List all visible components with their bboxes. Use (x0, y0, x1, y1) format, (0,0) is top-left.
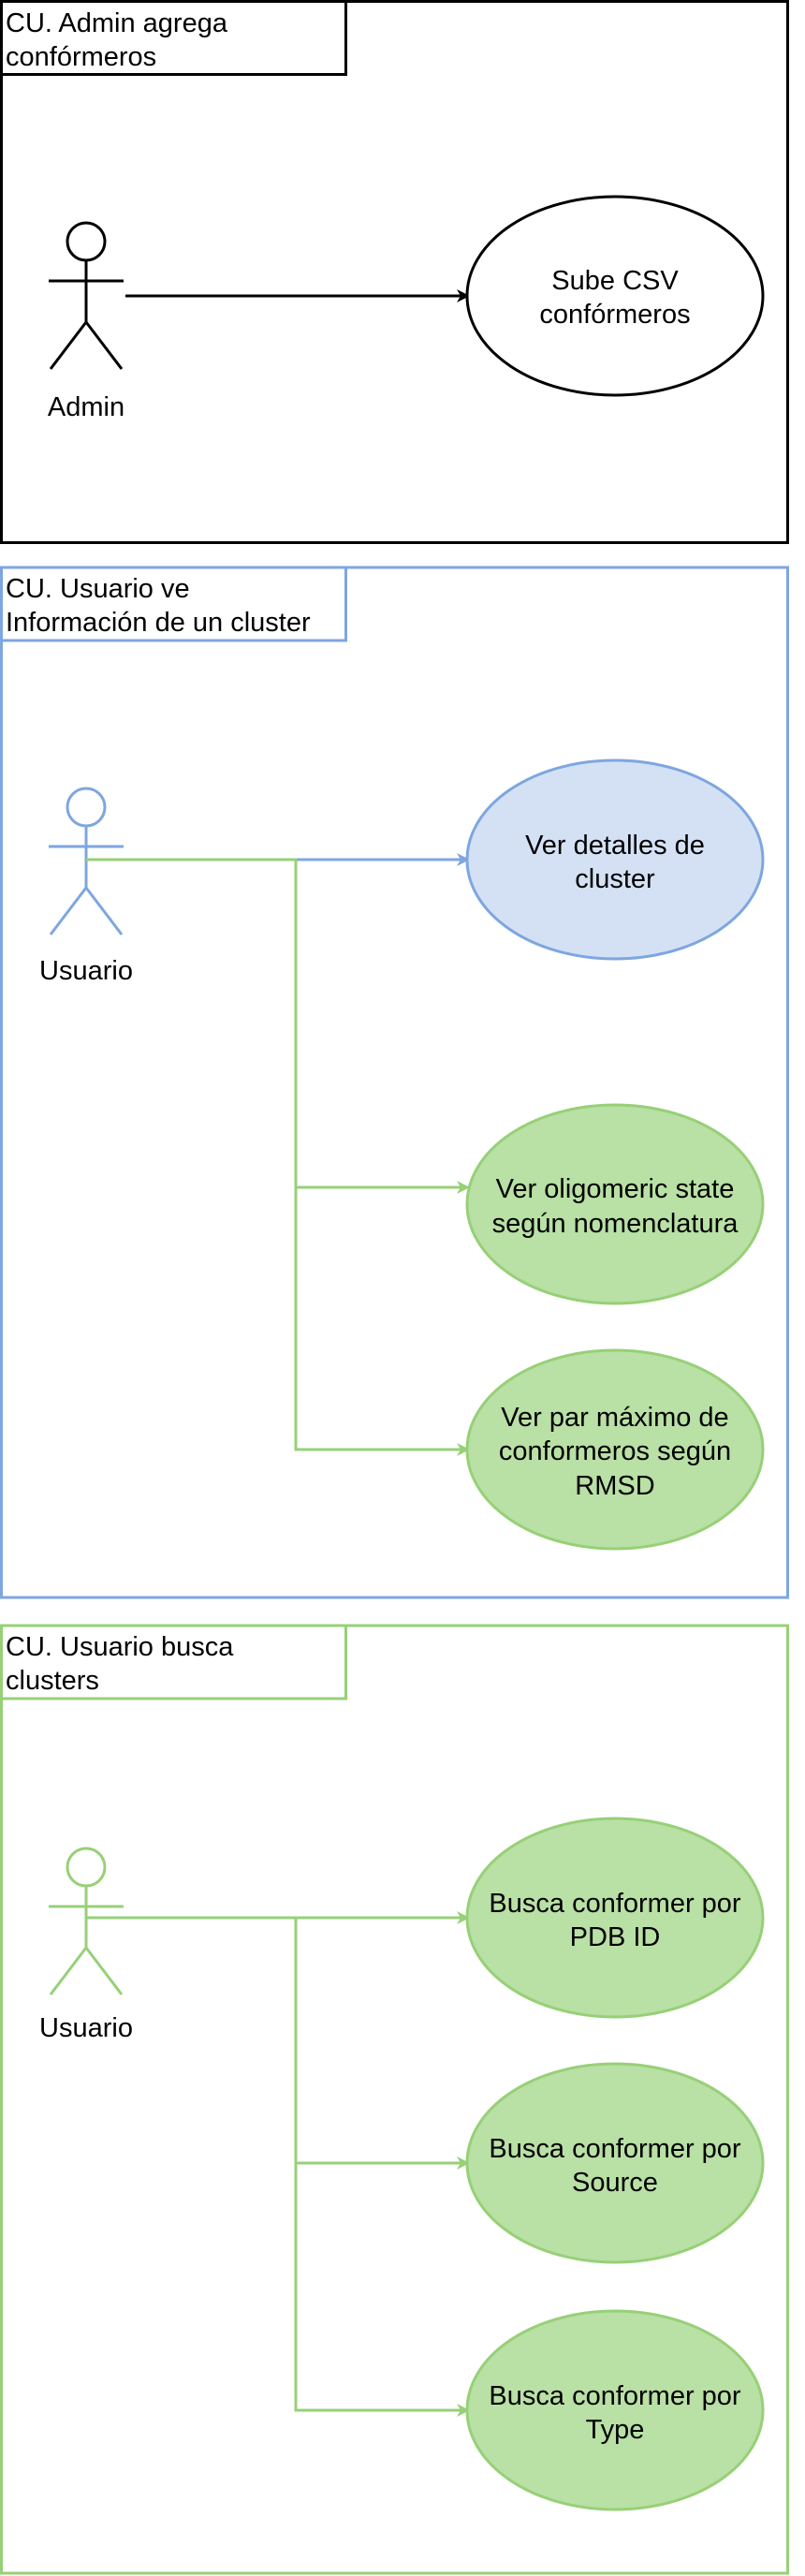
use-case-label-line-2: Source (572, 2168, 658, 2198)
use-case-label-line-1: Ver oligomeric state (496, 1174, 735, 1204)
frame-admin-agrega-conformeros: CU. Admin agrega confórmeros Admin Sube … (0, 0, 789, 544)
actor-left-leg (49, 1947, 88, 1995)
use-case-label-line-1: Busca conformer por (489, 2381, 741, 2411)
use-case-label-line-1: Ver detalles de (525, 831, 705, 861)
actor-label: Usuario (39, 956, 133, 986)
frame-usuario-ve-informacion: CU. Usuario ve Información de un cluster… (0, 566, 789, 1599)
use-case-label-line-2: según nomenclatura (492, 1209, 739, 1239)
actor-head (66, 1847, 107, 1888)
association-arrow-source (294, 1918, 470, 2170)
association-arrow-type (294, 2163, 470, 2417)
frame-usuario-busca-clusters: CU. Usuario busca clusters Usuario Busca… (0, 1624, 789, 2575)
use-case-label-line-3: RMSD (575, 1471, 654, 1501)
actor-label: Admin (48, 392, 124, 422)
use-case-label-line-2: confórmeros (539, 300, 690, 330)
frame-title-box (0, 1624, 347, 1700)
use-case-busca-pdb-id: Busca conformer por PDB ID (465, 1817, 765, 2019)
use-case-ver-detalles: Ver detalles de cluster (465, 758, 765, 961)
actor-left-leg (49, 887, 88, 935)
frame-title-line-1: CU. Usuario busca (6, 1632, 234, 1662)
use-case-oligomeric-state: Ver oligomeric state según nomenclatura (465, 1103, 765, 1305)
use-case-ellipse (465, 2309, 765, 2511)
actor-usuario (49, 1847, 124, 1995)
frame-title-box (0, 0, 347, 76)
use-case-label-line-2: cluster (575, 864, 655, 894)
use-case-label-line-2: PDB ID (570, 1922, 661, 1952)
use-case-label-line-1: Busca conformer por (489, 1889, 741, 1919)
use-case-ellipse (465, 758, 765, 961)
actor-left-leg (49, 321, 88, 370)
frame-title-line-1: CU. Admin agrega (6, 8, 228, 38)
use-case-ellipse (465, 1817, 765, 2019)
use-case-busca-type: Busca conformer por Type (465, 2309, 765, 2511)
frame-title-line-2: Información de un cluster (6, 608, 311, 638)
frame-title-line-1: CU. Usuario ve (6, 574, 190, 604)
use-case-ellipse (465, 1103, 765, 1305)
actor-usuario (49, 787, 124, 935)
actor-right-leg (84, 1947, 124, 1995)
use-case-label-line-1: Sube CSV (551, 266, 679, 296)
use-case-label-line-1: Ver par máximo de (501, 1403, 728, 1433)
use-case-ellipse (465, 195, 765, 397)
association-arrow-oligomeric (86, 858, 470, 1194)
frame-border (0, 566, 789, 1599)
use-case-sube-csv: Sube CSV confórmeros (465, 195, 765, 397)
use-case-ellipse (465, 2062, 765, 2264)
use-case-label-line-2: conformeros según (499, 1436, 731, 1466)
frame-title-line-2: clusters (6, 1666, 99, 1696)
frame-border (0, 0, 789, 544)
use-case-label-line-2: Type (586, 2415, 645, 2445)
actor-right-leg (84, 887, 124, 935)
frame-title-line-2: confórmeros (6, 42, 156, 72)
actor-head (66, 787, 107, 828)
actor-label: Usuario (39, 2013, 133, 2043)
actor-right-leg (84, 321, 124, 370)
use-case-busca-source: Busca conformer por Source (465, 2062, 765, 2264)
use-case-ellipse (465, 1348, 765, 1551)
association-arrow-par-maximo (294, 1187, 470, 1456)
frame-border (0, 1624, 789, 2575)
actor-admin (49, 221, 124, 370)
actor-head (66, 221, 107, 262)
use-case-par-maximo: Ver par máximo de conformeros según RMSD (465, 1348, 765, 1551)
frame-title-box (0, 566, 347, 642)
use-case-label-line-1: Busca conformer por (489, 2134, 741, 2164)
